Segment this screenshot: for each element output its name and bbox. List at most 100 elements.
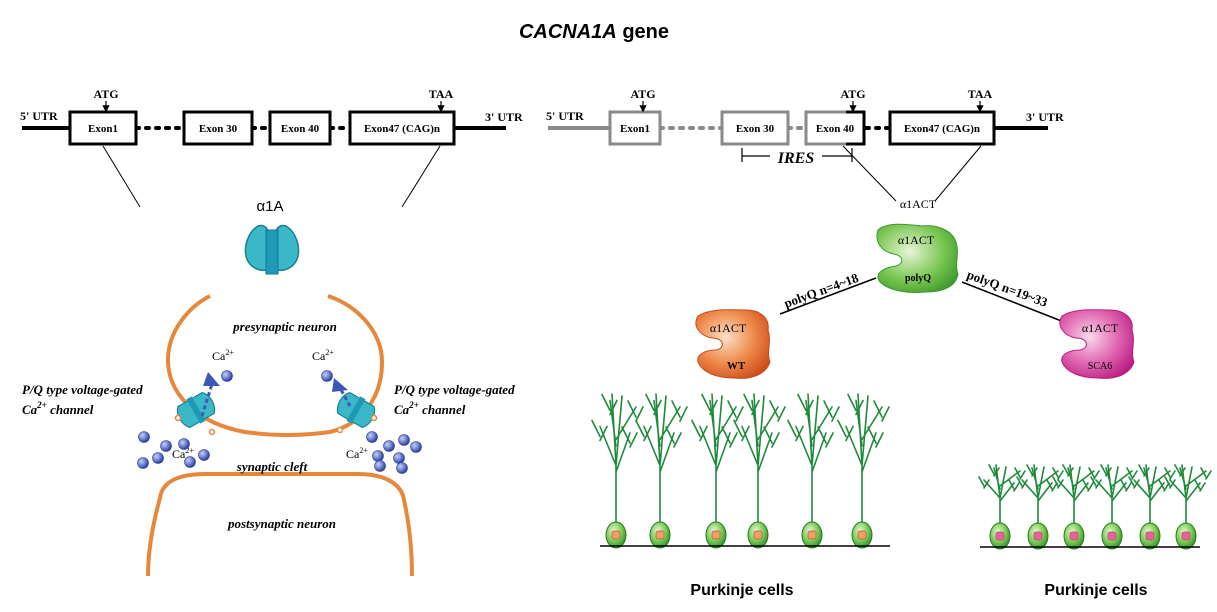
gene-name: CACNA1A — [519, 21, 617, 43]
dendrite-tree — [591, 393, 644, 525]
calcium-ion — [137, 457, 149, 469]
dendrite-tree — [787, 393, 840, 525]
sca6-protein-sub: SCA6 — [1088, 361, 1112, 372]
purkinje-cells-healthy — [591, 393, 890, 549]
right-atg1-label: ATG — [630, 87, 655, 101]
right-exon47-box — [888, 110, 996, 146]
presynaptic-label: presynaptic neuron — [232, 319, 337, 334]
right-taa-label: TAA — [968, 87, 993, 101]
calcium-ions — [137, 370, 422, 474]
right-exon1-box — [608, 110, 662, 146]
presynaptic-membrane — [165, 294, 385, 437]
purkinje-cells-degenerated — [978, 464, 1212, 550]
figure-title: CACNA1A gene — [519, 21, 669, 43]
postsynaptic-membrane — [146, 472, 414, 577]
polyq-wt-label: polyQ n=4~18 — [782, 270, 861, 311]
left-exon1-box — [68, 110, 138, 146]
calcium-ion — [178, 438, 190, 450]
purkinje-cell — [787, 393, 840, 549]
purkinje-nucleus — [1069, 531, 1079, 541]
left-taa-label: TAA — [429, 87, 454, 101]
synapse-panel: α1A presynaptic neuron synaptic cleft po… — [22, 198, 518, 577]
left-exon47-label: Exon47 (CAG)n — [364, 123, 440, 135]
right-utr5: 5' UTR — [546, 109, 584, 123]
sca6-protein-label: α1ACT — [1082, 321, 1119, 335]
calcium-ion — [396, 462, 408, 474]
dendrite-tree — [1128, 464, 1176, 526]
dendrite-tree — [691, 393, 744, 525]
purkinje-cell — [1128, 464, 1176, 550]
wt-a1act-protein: α1ACT WT — [695, 309, 771, 379]
green-a1act-protein: α1ACT polyQ — [876, 223, 959, 293]
gene-suffix: gene — [617, 21, 669, 43]
purkinje-nucleus — [1107, 531, 1117, 541]
purkinje-nucleus — [655, 530, 665, 540]
right-gene-map: 5' UTR 3' UTR Exon1 Exon 30 Exon 40 Exon… — [546, 87, 1064, 211]
purkinje-cell — [978, 464, 1026, 550]
right-exon30-label: Exon 30 — [736, 123, 775, 135]
calcium-ion — [152, 452, 164, 464]
left-influx-arrow — [200, 383, 214, 417]
alpha1a-channel-icon — [244, 224, 300, 275]
dendrite-tree — [733, 393, 786, 525]
postsynaptic-label: postsynaptic neuron — [227, 516, 336, 531]
dendrite-tree — [635, 393, 688, 525]
synaptic-cleft-label: synaptic cleft — [236, 459, 308, 474]
purkinje-cell — [733, 393, 786, 549]
dendrite-tree — [1090, 464, 1138, 526]
left-gene-map: 5' UTR 3' UTR Exon1 Exon 30 Exon 40 Exon… — [20, 87, 523, 208]
right-ca-channel-icon — [336, 391, 376, 429]
purkinje-nucleus — [611, 530, 621, 540]
ca-top-left: Ca2+ — [212, 348, 234, 363]
purkinje-nucleus — [995, 531, 1005, 541]
calcium-ion — [221, 370, 233, 382]
purkinje-nucleus — [711, 530, 721, 540]
ires-label: IRES — [777, 150, 815, 167]
left-exon1-label: Exon1 — [88, 123, 118, 135]
purkinje-nucleus — [753, 530, 763, 540]
right-exon47-label: Exon47 (CAG)n — [904, 123, 980, 135]
left-utr5: 5' UTR — [20, 109, 58, 123]
purkinje-nucleus — [1181, 531, 1191, 541]
channel-left-label: P/Q type voltage-gated Ca2+ channel — [22, 382, 146, 417]
calcium-ion — [198, 449, 210, 461]
calcium-ion — [374, 460, 386, 472]
purkinje-left-caption: Purkinje cells — [690, 582, 793, 599]
calcium-ion — [410, 441, 422, 453]
calcium-ion — [138, 431, 150, 443]
left-exon40-box — [268, 110, 332, 146]
purkinje-nucleus — [807, 530, 817, 540]
alpha1a-label: α1A — [256, 198, 283, 215]
right-influx-arrow — [338, 387, 352, 407]
dendrite-tree — [1164, 464, 1212, 526]
ca-bottom-left: Ca2+ — [172, 446, 194, 461]
calcium-ion — [372, 450, 384, 462]
calcium-ion — [321, 370, 333, 382]
protein-panel: α1ACT polyQ polyQ n=4~18 polyQ n=19~33 α… — [591, 223, 1212, 599]
left-utr3: 3' UTR — [485, 110, 523, 124]
left-ca-channel-icon — [176, 391, 216, 429]
wt-protein-label: α1ACT — [710, 321, 747, 335]
channel-right-label: P/Q type voltage-gated Ca2+ channel — [394, 382, 518, 417]
purkinje-cell — [1016, 464, 1064, 550]
left-exon30-box — [182, 110, 254, 146]
calcium-ion — [366, 431, 378, 443]
dendrite-tree — [978, 464, 1026, 526]
purkinje-right-caption: Purkinje cells — [1044, 582, 1147, 599]
purkinje-cell — [1164, 464, 1212, 550]
calcium-ion — [393, 452, 405, 464]
ca-bottom-right: Ca2+ — [346, 446, 368, 461]
purkinje-cell — [1052, 464, 1100, 550]
left-atg-label: ATG — [93, 87, 118, 101]
left-exon47-box — [348, 110, 456, 146]
purkinje-cell — [1090, 464, 1138, 550]
right-utr3: 3' UTR — [1026, 110, 1064, 124]
purkinje-nucleus — [1145, 531, 1155, 541]
right-exon30-box — [720, 110, 790, 146]
calcium-ion — [383, 440, 395, 452]
right-exon1-label: Exon1 — [620, 123, 650, 135]
alpha1act-top-label: α1ACT — [900, 197, 937, 211]
purkinje-cell — [591, 393, 644, 549]
purkinje-cell — [837, 393, 890, 549]
